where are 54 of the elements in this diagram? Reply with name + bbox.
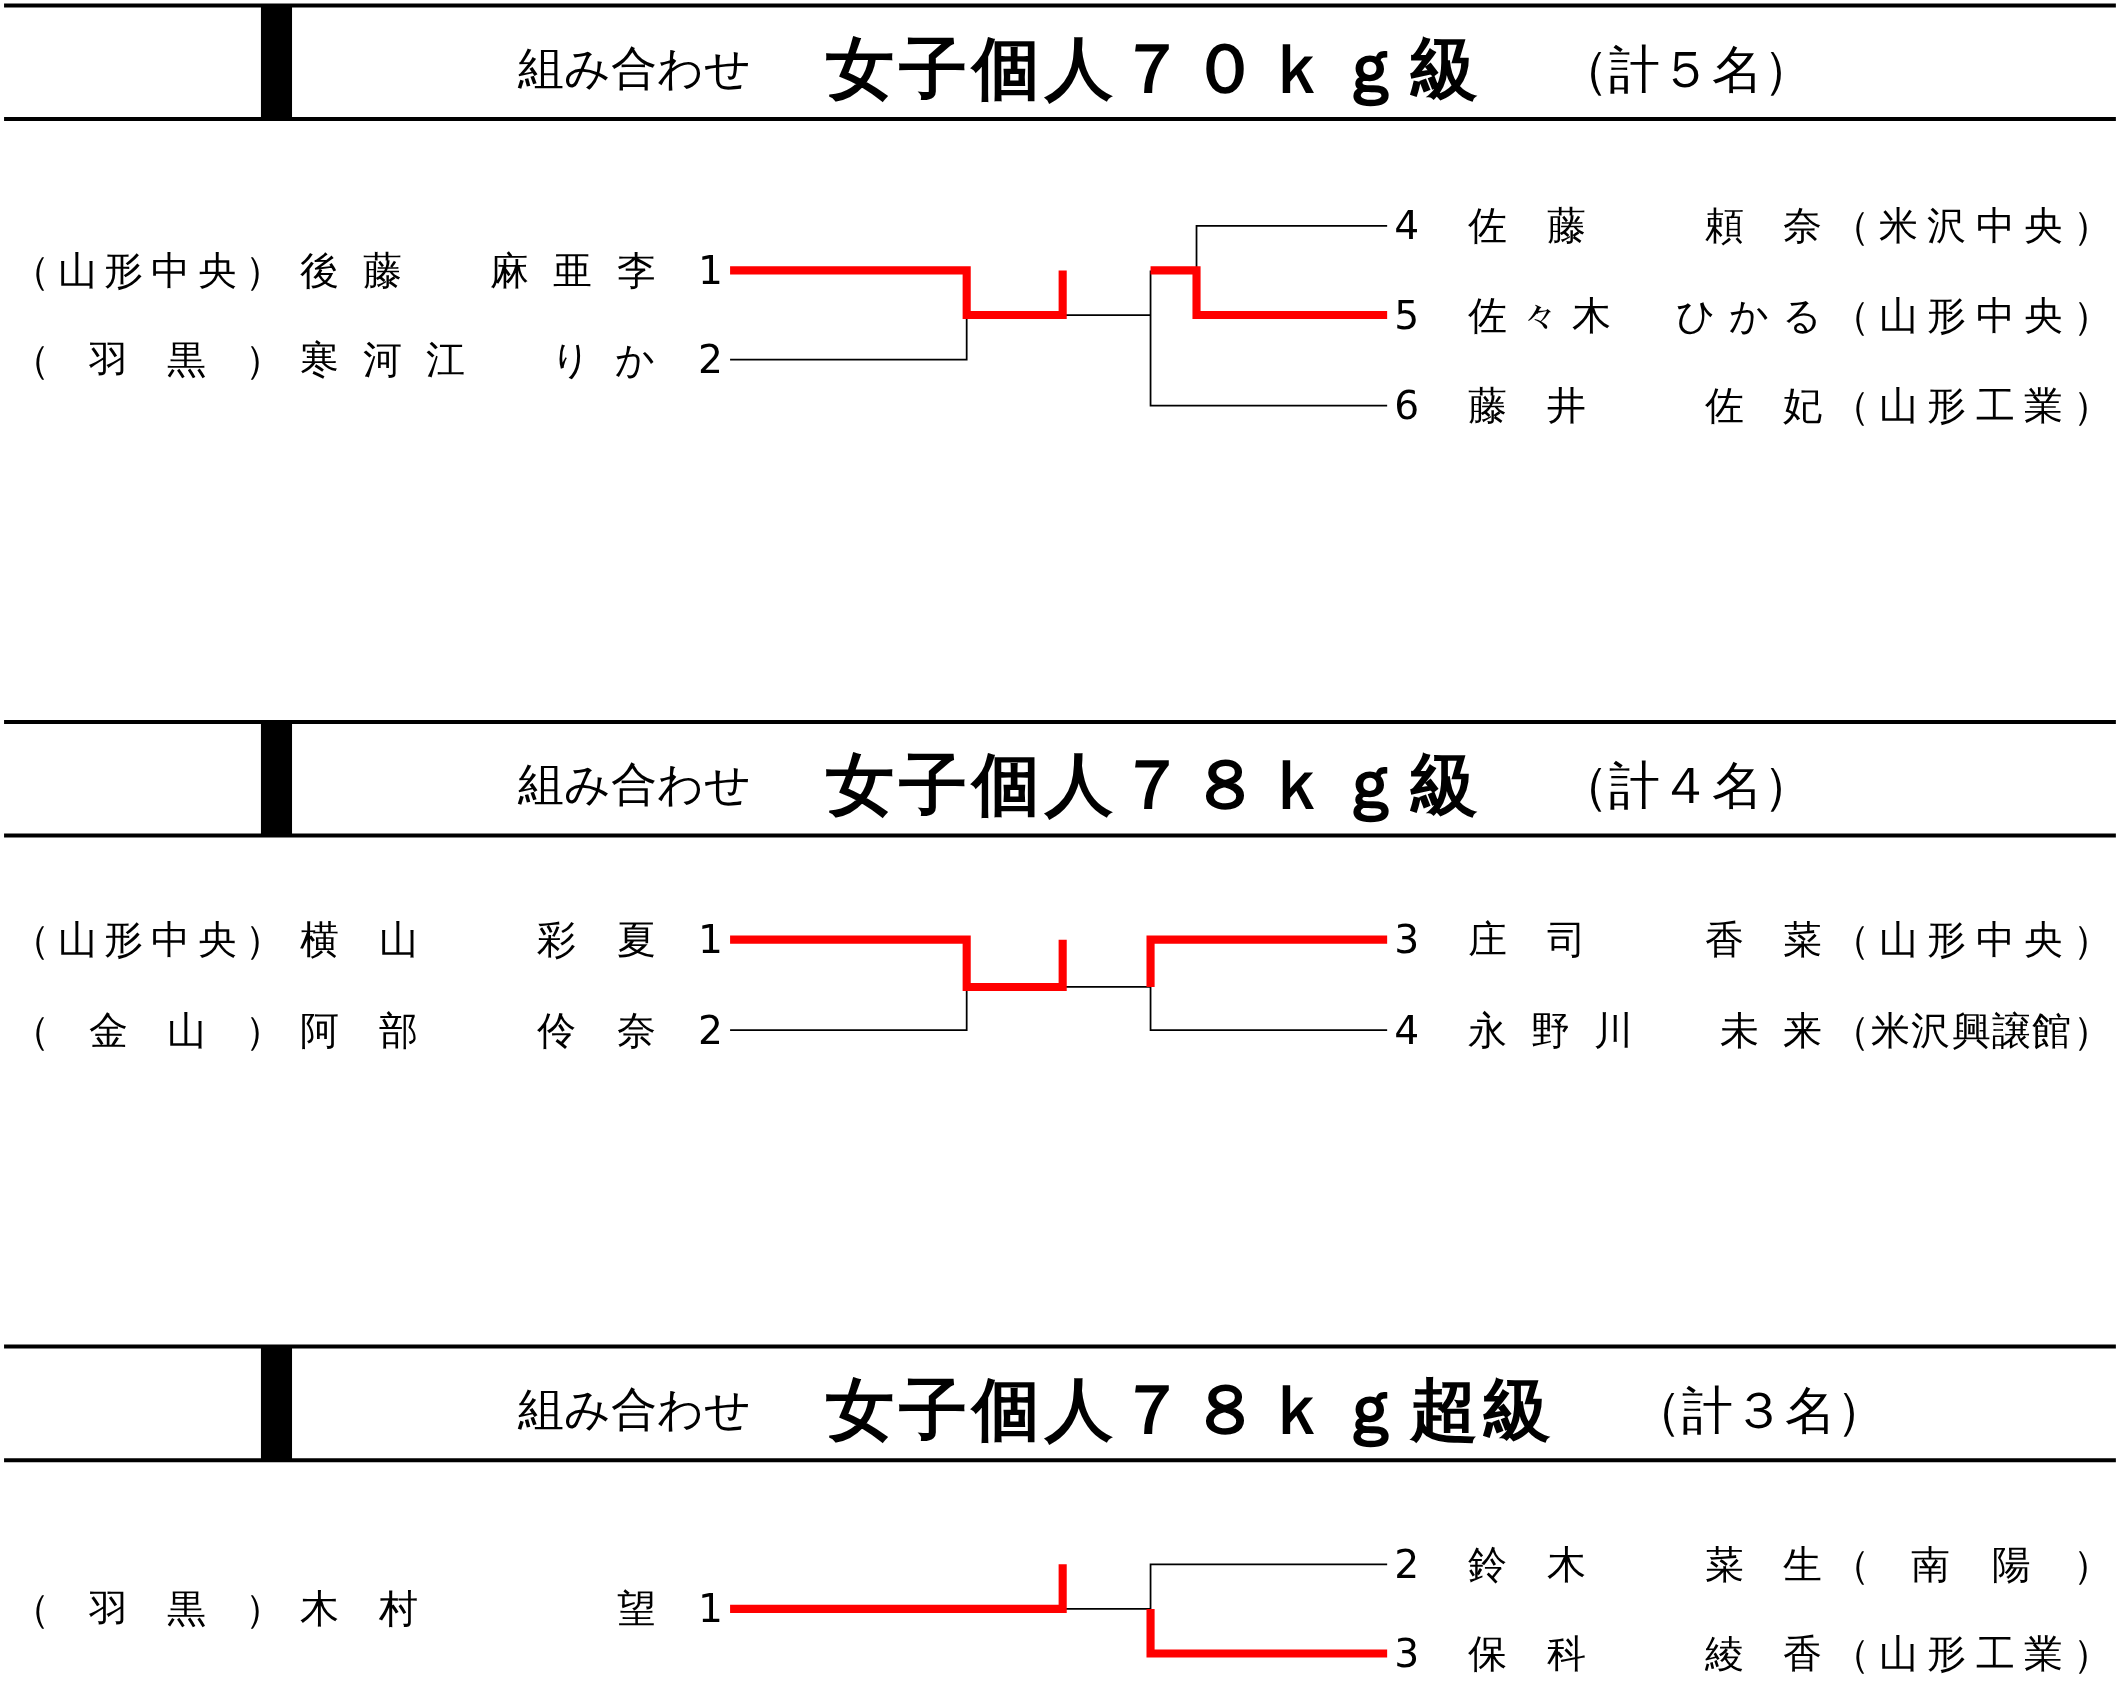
school-name: （南陽） [1830,1540,2112,1590]
player-name: 永野川 未来 [1468,1006,1823,1056]
seed-number: 1 [697,246,724,296]
heading-count: （計３名） [1630,1378,1888,1442]
heading-count: （計４名） [1557,754,1815,817]
player-name: 阿部 伶奈 [300,1006,656,1056]
bracket-line [730,1564,1067,1613]
heading-count: （計５名） [1557,37,1815,100]
seed-number: 2 [1393,1540,1421,1590]
seed-number: 4 [1393,1006,1421,1056]
school-name: （山形中央） [1830,291,2112,340]
seed-number: 4 [1393,201,1421,251]
bracket-line [1146,1608,1388,1658]
player-name: 佐藤 頼奈 [1468,201,1823,251]
school-name: （山形工業） [1830,381,2112,431]
player-name: 鈴木 菜生 [1468,1540,1823,1590]
bracket-line [1149,986,1389,1032]
school-name: （山形中央） [10,915,284,965]
player-name: 木村 望 [300,1584,656,1634]
seed-number: 2 [697,335,724,385]
bracket-line [1146,935,1388,987]
seed-number: 6 [1393,381,1421,431]
bracket-line [730,935,1067,991]
school-name: （米沢興譲館） [1830,1006,2112,1056]
player-name: 佐々木 ひかる [1468,291,1823,340]
player-name: 後藤 麻亜李 [300,246,656,296]
heading-prefix: 組み合わせ [517,39,752,97]
heading-title: 女子個人７８ｋｇ超級 [826,1369,1557,1451]
heading-prefix: 組み合わせ [517,1380,752,1438]
player-name: 寒河江 りか [300,335,656,385]
player-name: 庄司 香菜 [1468,915,1823,965]
heading-title: 女子個人７０ｋｇ級 [826,28,1484,110]
school-name: （羽黒） [10,1584,284,1634]
seed-number: 3 [1393,915,1421,965]
player-name: 藤井 佐妃 [1468,381,1823,431]
player-name: 横山 彩夏 [300,915,656,965]
school-name: （金山） [10,1006,284,1056]
heading-title: 女子個人７８ｋｇ級 [826,744,1484,827]
bracket-line [1150,266,1388,320]
bracket-line [1149,269,1389,407]
seed-number: 2 [697,1006,724,1056]
school-name: （米沢中央） [1830,201,2112,251]
bracket-line [730,266,1067,320]
seed-number: 5 [1393,291,1421,340]
bracket-line [1149,1563,1389,1610]
school-name: （山形中央） [1830,915,2112,965]
school-name: （羽黒） [10,335,284,385]
seed-number: 1 [697,915,724,965]
heading-prefix: 組み合わせ [517,756,752,814]
seed-number: 3 [1393,1629,1421,1679]
player-name: 保科 綾香 [1468,1629,1823,1679]
school-name: （山形工業） [1830,1629,2112,1679]
school-name: （山形中央） [10,246,284,296]
seed-number: 1 [697,1584,724,1634]
